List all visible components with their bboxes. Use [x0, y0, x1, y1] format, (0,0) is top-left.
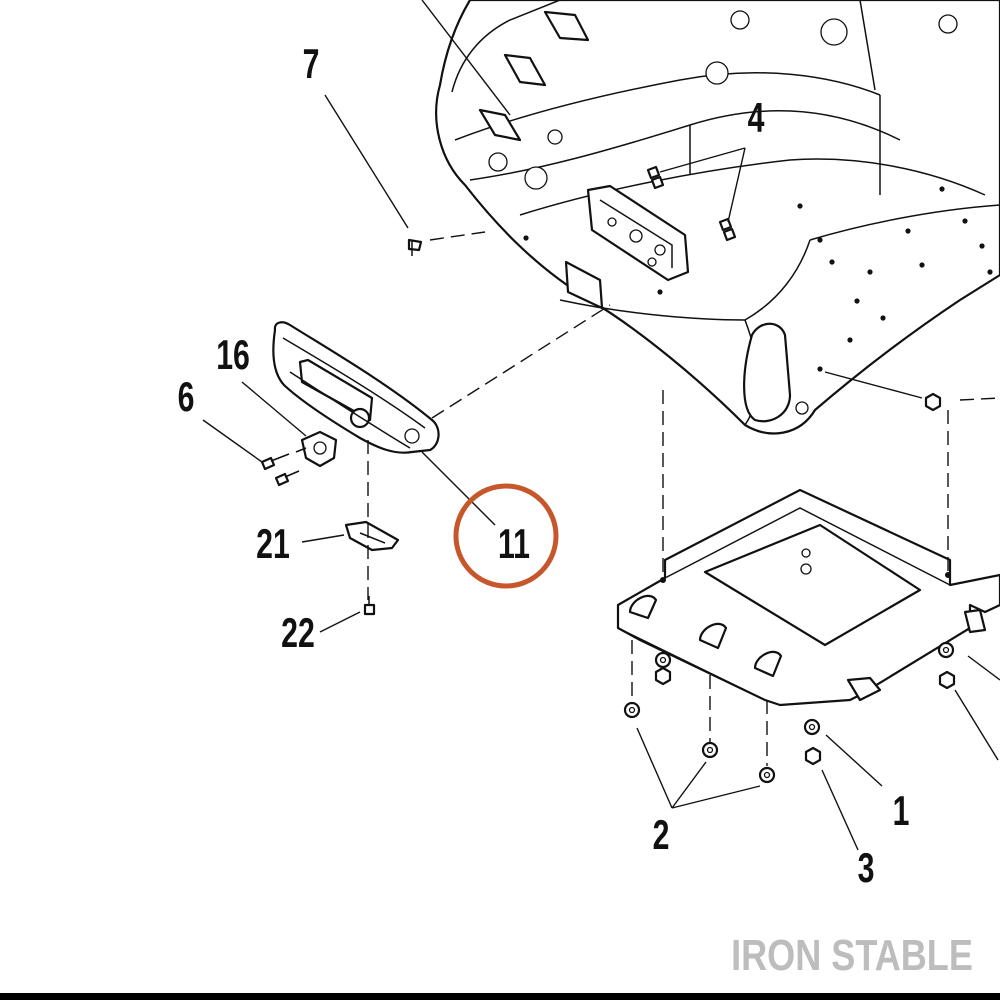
shell-rivets	[523, 186, 993, 372]
part-21-retaining-clip	[344, 520, 400, 552]
leader-lines	[202, 0, 1000, 851]
screw-4-set	[646, 165, 737, 242]
callout-11: 11	[498, 520, 530, 567]
part-7-pin	[407, 238, 423, 256]
mounting-plate	[616, 488, 1000, 707]
nuts-and-washers	[623, 392, 956, 784]
latch-receiver-plate	[586, 184, 690, 282]
part-6-screws	[260, 453, 300, 487]
bottom-bar	[0, 993, 1000, 1000]
callout-3: 3	[858, 844, 875, 891]
callout-1: 1	[893, 787, 910, 834]
callout-7: 7	[303, 40, 320, 87]
assembly-lines	[367, 231, 1000, 766]
watermark: IRON STABLE	[731, 931, 973, 980]
callout-16: 16	[216, 331, 250, 378]
case-shell	[435, 0, 1000, 435]
callout-21: 21	[256, 520, 290, 567]
part-22-screw	[363, 596, 376, 616]
part-11-latch-handle	[272, 321, 440, 454]
callout-2: 2	[653, 811, 670, 858]
callout-labels: 7 4 16 6 21 11 22 1 2 3 3	[178, 40, 910, 891]
highlight-ring	[453, 483, 559, 589]
callout-4: 4	[748, 94, 765, 141]
callout-22: 22	[281, 609, 315, 656]
part-16-lock-cylinder	[295, 430, 338, 468]
callout-6: 6	[178, 373, 195, 420]
